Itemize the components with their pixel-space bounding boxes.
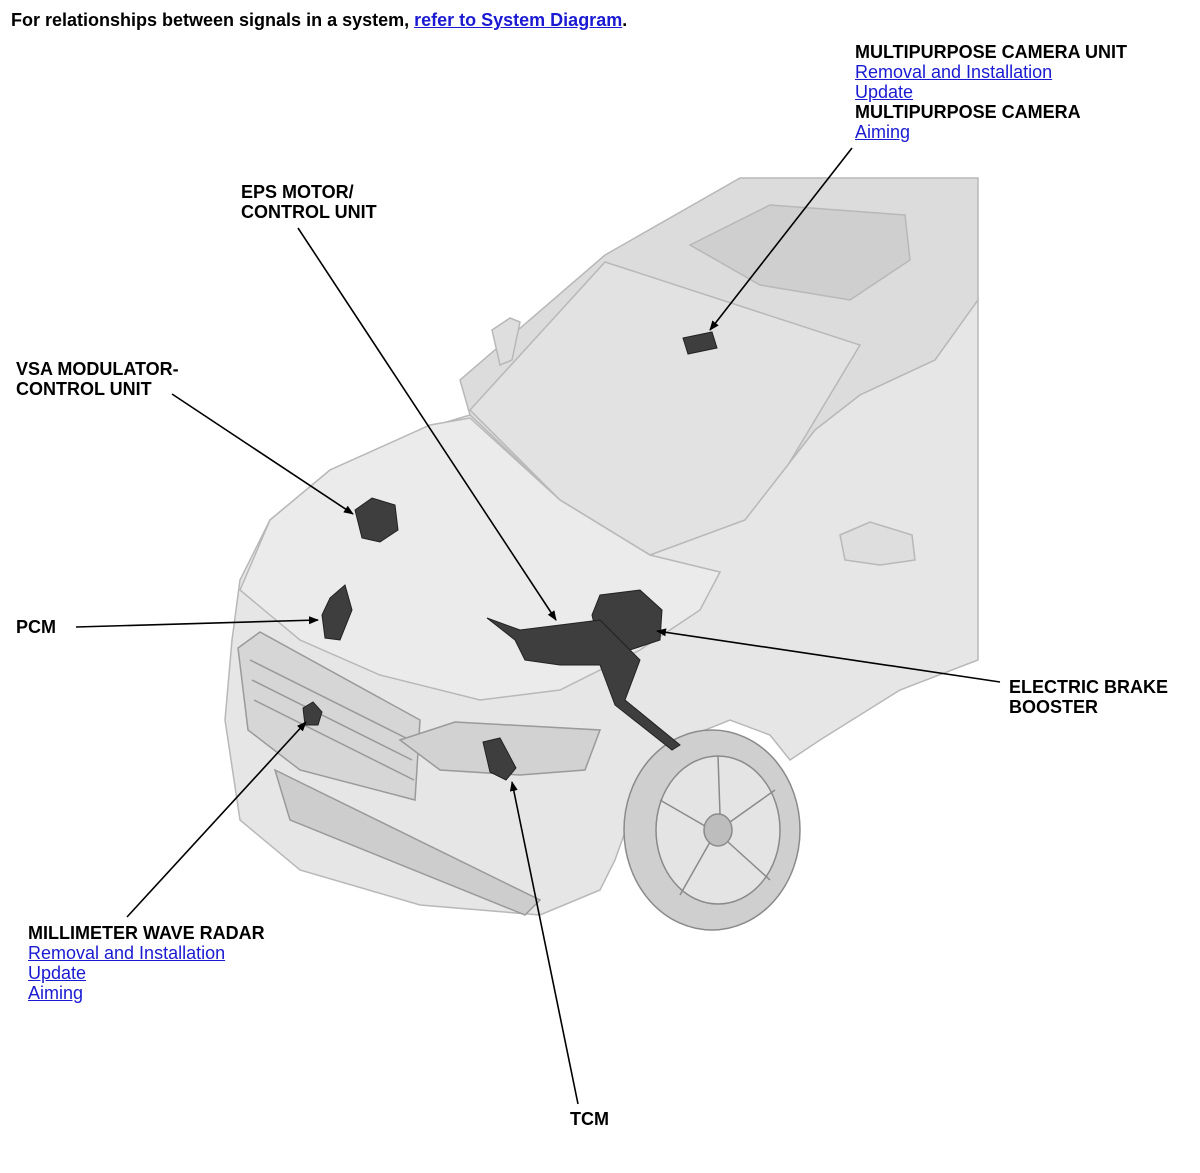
camera-callout: MULTIPURPOSE CAMERA UNIT Removal and Ins… [855, 42, 1127, 142]
pcm-callout: PCM [16, 617, 56, 637]
tcm-callout: TCM [570, 1109, 609, 1129]
tcm-shape [482, 737, 517, 781]
eps-title-line1: EPS MOTOR/ [241, 182, 354, 202]
leader-brake [656, 628, 1001, 683]
leader-tcm [509, 781, 579, 1105]
pcm-title: PCM [16, 617, 56, 637]
radar-update-link[interactable]: Update [28, 963, 87, 983]
radar-callout: MILLIMETER WAVE RADAR Removal and Instal… [28, 923, 265, 1003]
vsa-callout: VSA MODULATOR- CONTROL UNIT [16, 359, 179, 399]
front-grille [237, 631, 602, 916]
leader-camera [709, 147, 853, 331]
leader-pcm [75, 616, 319, 628]
camera-title: MULTIPURPOSE CAMERA [855, 102, 1081, 122]
radar-title: MILLIMETER WAVE RADAR [28, 923, 265, 943]
leader-radar [126, 721, 307, 918]
vsa-modulator-shape [354, 497, 399, 543]
camera-unit-shape [682, 331, 718, 355]
vsa-title-line1: VSA MODULATOR- [16, 359, 179, 379]
camera-removal-installation-link[interactable]: Removal and Installation [855, 62, 1053, 82]
leader-vsa [171, 393, 354, 515]
vehicle-components [302, 331, 718, 781]
front-wheel [623, 729, 801, 931]
camera-aiming-link[interactable]: Aiming [855, 122, 911, 142]
pcm-shape [321, 584, 353, 641]
tcm-title: TCM [570, 1109, 609, 1129]
brake-callout: ELECTRIC BRAKE BOOSTER [1009, 677, 1168, 717]
radar-aiming-link[interactable]: Aiming [28, 983, 84, 1003]
radar-removal-installation-link[interactable]: Removal and Installation [28, 943, 226, 963]
intro-text: For relationships between signals in a s… [11, 10, 627, 31]
eps-rack-shape [486, 617, 681, 751]
camera-unit-title: MULTIPURPOSE CAMERA UNIT [855, 42, 1127, 62]
vsa-title-line2: CONTROL UNIT [16, 379, 152, 399]
eps-title-line2: CONTROL UNIT [241, 202, 377, 222]
leader-eps [297, 227, 557, 621]
brake-title-line1: ELECTRIC BRAKE [1009, 677, 1169, 697]
leader-lines [75, 147, 1001, 1105]
intro-text-before: For relationships between signals in a s… [11, 10, 415, 30]
brake-title-line2: BOOSTER [1009, 697, 1099, 717]
eps-callout: EPS MOTOR/ CONTROL UNIT [241, 182, 377, 222]
camera-update-link[interactable]: Update [855, 82, 914, 102]
system-diagram-link[interactable]: refer to System Diagram [414, 10, 623, 30]
intro-text-after: . [622, 10, 628, 30]
